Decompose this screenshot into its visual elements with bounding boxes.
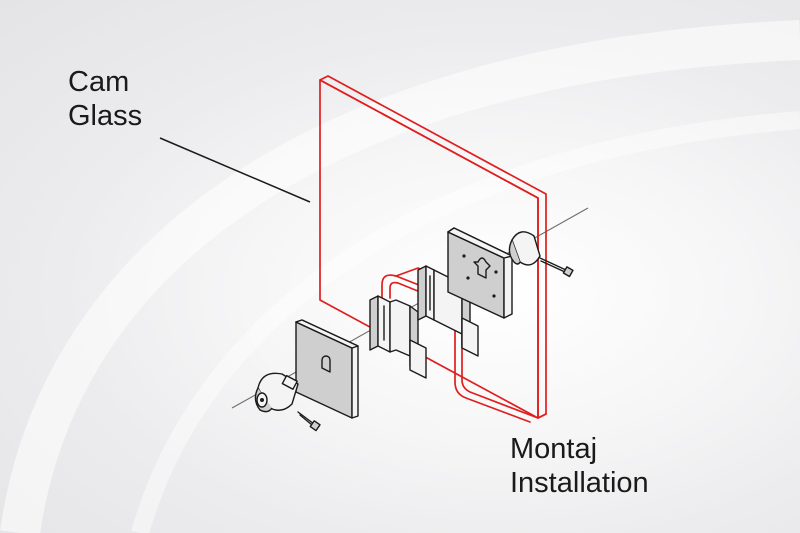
- background-swoosh: [0, 20, 800, 533]
- front-lock-plate: [295, 319, 359, 419]
- glass-label-line-1: Cam: [68, 66, 130, 98]
- installation-label-line-1: Montaj: [510, 433, 598, 465]
- rear-screw: [539, 257, 574, 278]
- background-swoosh: [131, 111, 800, 533]
- glass-label-line-2: Glass: [68, 100, 143, 132]
- installation-label-line-2: Installation: [510, 467, 649, 499]
- glass-label: Cam Glass: [68, 65, 142, 133]
- rear-knob-cap: [508, 231, 541, 266]
- installation-label: Montaj Installation: [510, 432, 649, 500]
- inner-clamp-left: [369, 295, 427, 379]
- glass-leader-line: [159, 137, 311, 203]
- rear-lock-plate: [447, 227, 513, 319]
- front-screw: [297, 411, 321, 432]
- keyhole-icon: [473, 257, 491, 279]
- keyhole-icon: [321, 355, 331, 373]
- front-knob: [254, 372, 299, 413]
